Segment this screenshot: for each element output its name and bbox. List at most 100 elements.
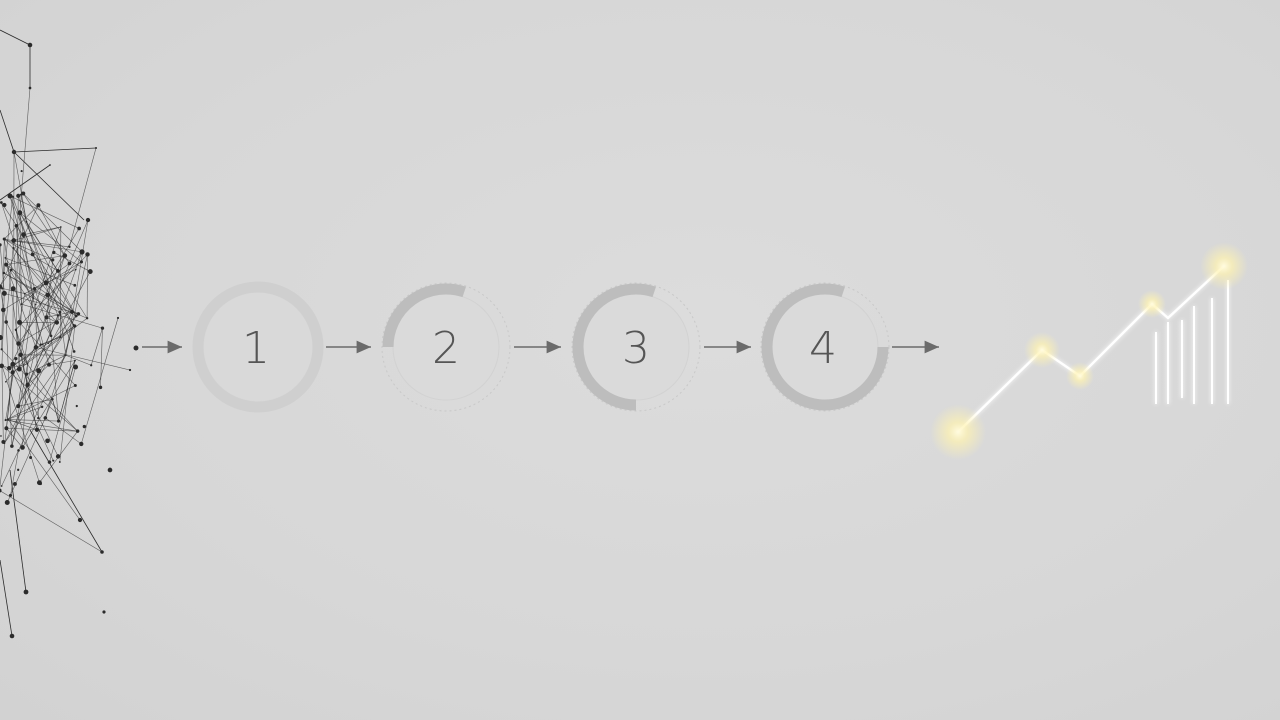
network-node bbox=[116, 316, 120, 320]
network-link bbox=[17, 288, 35, 407]
network-node bbox=[21, 191, 26, 196]
network-node bbox=[32, 297, 35, 300]
network-link bbox=[34, 263, 70, 289]
step-number: 4 bbox=[809, 323, 837, 374]
network-node bbox=[75, 429, 80, 433]
step-progress-arc bbox=[382, 283, 466, 348]
network-link bbox=[5, 240, 15, 323]
step-4: 4 bbox=[760, 282, 890, 412]
network-node bbox=[45, 292, 51, 298]
network-link bbox=[5, 264, 52, 337]
network-link bbox=[12, 240, 20, 323]
network-link bbox=[3, 196, 14, 274]
network-link bbox=[4, 355, 66, 444]
network-node bbox=[1, 307, 6, 313]
network-node bbox=[0, 335, 3, 341]
network-node bbox=[16, 193, 21, 198]
network-node bbox=[36, 203, 41, 208]
network-node bbox=[39, 343, 42, 346]
network-link bbox=[11, 269, 58, 323]
network-link bbox=[22, 363, 28, 448]
network-node bbox=[58, 461, 61, 463]
network-node bbox=[133, 345, 139, 351]
network-node bbox=[10, 370, 15, 375]
network-link bbox=[1, 365, 4, 442]
network-node bbox=[128, 368, 132, 372]
network-node bbox=[17, 468, 20, 471]
network-node bbox=[62, 253, 68, 258]
network-node bbox=[20, 445, 25, 450]
network-link bbox=[0, 372, 14, 489]
network-node bbox=[100, 326, 105, 330]
network-node bbox=[30, 252, 35, 257]
network-node bbox=[58, 310, 62, 314]
network-link bbox=[16, 225, 22, 305]
network-node bbox=[25, 382, 30, 388]
network-link bbox=[0, 559, 13, 637]
network-node bbox=[4, 426, 9, 431]
network-node bbox=[9, 633, 15, 639]
network-node bbox=[14, 328, 18, 331]
step-1: 1 bbox=[192, 281, 324, 413]
network-node bbox=[85, 217, 91, 223]
network-node bbox=[20, 170, 23, 173]
network-nodes bbox=[0, 42, 139, 639]
network-node bbox=[73, 364, 79, 370]
network-node bbox=[73, 384, 77, 388]
network-link bbox=[1, 293, 5, 366]
network-link bbox=[5, 257, 34, 299]
network-node bbox=[19, 193, 22, 196]
network-node bbox=[52, 459, 55, 462]
network-node bbox=[5, 380, 7, 383]
network-node bbox=[74, 359, 76, 362]
network-link bbox=[15, 330, 20, 370]
network-node bbox=[52, 250, 56, 255]
network-node bbox=[4, 419, 7, 422]
network-node bbox=[51, 398, 54, 401]
network-node bbox=[16, 366, 22, 372]
network-link bbox=[60, 311, 73, 338]
network-node bbox=[33, 345, 39, 350]
network-link bbox=[24, 293, 61, 313]
network-link bbox=[15, 330, 28, 364]
network-link bbox=[3, 272, 79, 315]
network-node bbox=[79, 249, 85, 255]
network-link bbox=[9, 363, 28, 369]
network-node bbox=[17, 319, 23, 325]
network-node bbox=[79, 260, 84, 264]
network-link bbox=[56, 251, 83, 323]
step-ring-dashed bbox=[571, 282, 701, 412]
network-link bbox=[0, 286, 7, 323]
network-link bbox=[38, 205, 66, 256]
network-node bbox=[20, 303, 23, 306]
network-node bbox=[7, 418, 10, 421]
network-node bbox=[26, 363, 29, 365]
network-link bbox=[9, 255, 66, 369]
network-link bbox=[65, 354, 92, 366]
network-link bbox=[12, 226, 61, 241]
network-link bbox=[0, 244, 5, 294]
network-link bbox=[18, 251, 83, 344]
network-link bbox=[35, 304, 39, 419]
network-link bbox=[1, 365, 78, 432]
network-link bbox=[0, 205, 39, 287]
network-node bbox=[74, 268, 77, 271]
network-link bbox=[6, 428, 23, 448]
network-link bbox=[27, 271, 91, 385]
step-number: 2 bbox=[432, 323, 460, 374]
network-link bbox=[4, 238, 53, 261]
network-node bbox=[45, 438, 50, 444]
network-node bbox=[51, 258, 55, 262]
network-node bbox=[9, 268, 13, 272]
network-node bbox=[77, 226, 81, 231]
network-link bbox=[69, 219, 89, 264]
network-link bbox=[10, 450, 19, 496]
network-node bbox=[16, 341, 21, 346]
network-node bbox=[0, 435, 2, 437]
network-node bbox=[56, 314, 60, 317]
network-link bbox=[12, 240, 83, 253]
network-node bbox=[17, 210, 23, 216]
network-node bbox=[1, 290, 7, 296]
network-link bbox=[35, 336, 61, 348]
network-node bbox=[12, 482, 17, 486]
